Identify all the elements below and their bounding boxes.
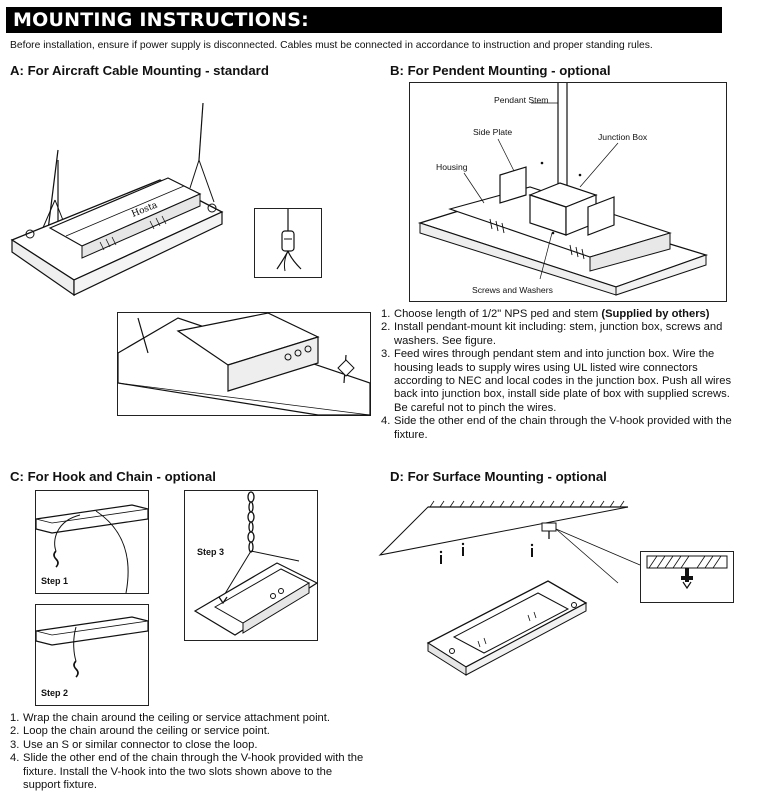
surface-mount-illustration bbox=[378, 495, 738, 680]
section-d-heading: D: For Surface Mounting - optional bbox=[390, 469, 607, 484]
list-item: 1. Choose length of 1/2" NPS ped and ste… bbox=[381, 308, 710, 320]
step3-label: Step 3 bbox=[197, 547, 225, 557]
list-item: 2. Loop the chain around the ceiling or … bbox=[10, 725, 270, 738]
label-pendant-stem: Pendant Stem bbox=[494, 95, 549, 105]
label-housing: Housing bbox=[436, 162, 468, 172]
label-junction-box: Junction Box bbox=[598, 132, 648, 142]
intro-text: Before installation, ensure if power sup… bbox=[10, 40, 653, 51]
pendant-mount-figure: Pendant Stem Side Plate Junction Box Hou… bbox=[409, 82, 727, 302]
list-item: 4. Slide the other end of the chain thro… bbox=[10, 752, 364, 792]
list-item: 2. Install pendant-mount kit including: … bbox=[381, 321, 723, 347]
list-item: 1. Wrap the chain around the ceiling or … bbox=[10, 712, 331, 724]
surface-fastener-detail bbox=[640, 551, 734, 603]
hook-step1-figure: Step 1 bbox=[35, 490, 149, 594]
section-b-heading: B: For Pendent Mounting - optional bbox=[390, 63, 611, 78]
list-item: 3. Use an S or similar connector to clos… bbox=[10, 738, 258, 751]
corner-bracket-detail bbox=[117, 312, 371, 416]
pendant-steps: 1. Choose length of 1/2" NPS ped and ste… bbox=[381, 308, 733, 442]
section-c-heading: C: For Hook and Chain - optional bbox=[10, 469, 216, 484]
hook-chain-steps: 1. Wrap the chain around the ceiling or … bbox=[10, 712, 370, 792]
step2-label: Step 2 bbox=[41, 688, 69, 698]
hook-step2-figure: Step 2 bbox=[35, 604, 149, 706]
label-screws-washers: Screws and Washers bbox=[472, 285, 553, 295]
hook-step3-figure: Step 3 bbox=[184, 490, 319, 641]
page-title: MOUNTING INSTRUCTIONS: bbox=[13, 9, 309, 31]
step1-label: Step 1 bbox=[41, 576, 69, 586]
aircraft-cable-illustration: Hosta bbox=[0, 90, 240, 305]
list-item: 4. Side the other end of the chain throu… bbox=[381, 415, 732, 441]
section-a-heading: A: For Aircraft Cable Mounting - standar… bbox=[10, 63, 269, 78]
title-bar: MOUNTING INSTRUCTIONS: bbox=[6, 7, 722, 33]
cable-gripper-detail bbox=[254, 208, 322, 278]
list-item: 3. Feed wires through pendant stem and i… bbox=[381, 348, 732, 414]
label-side-plate: Side Plate bbox=[473, 127, 513, 137]
